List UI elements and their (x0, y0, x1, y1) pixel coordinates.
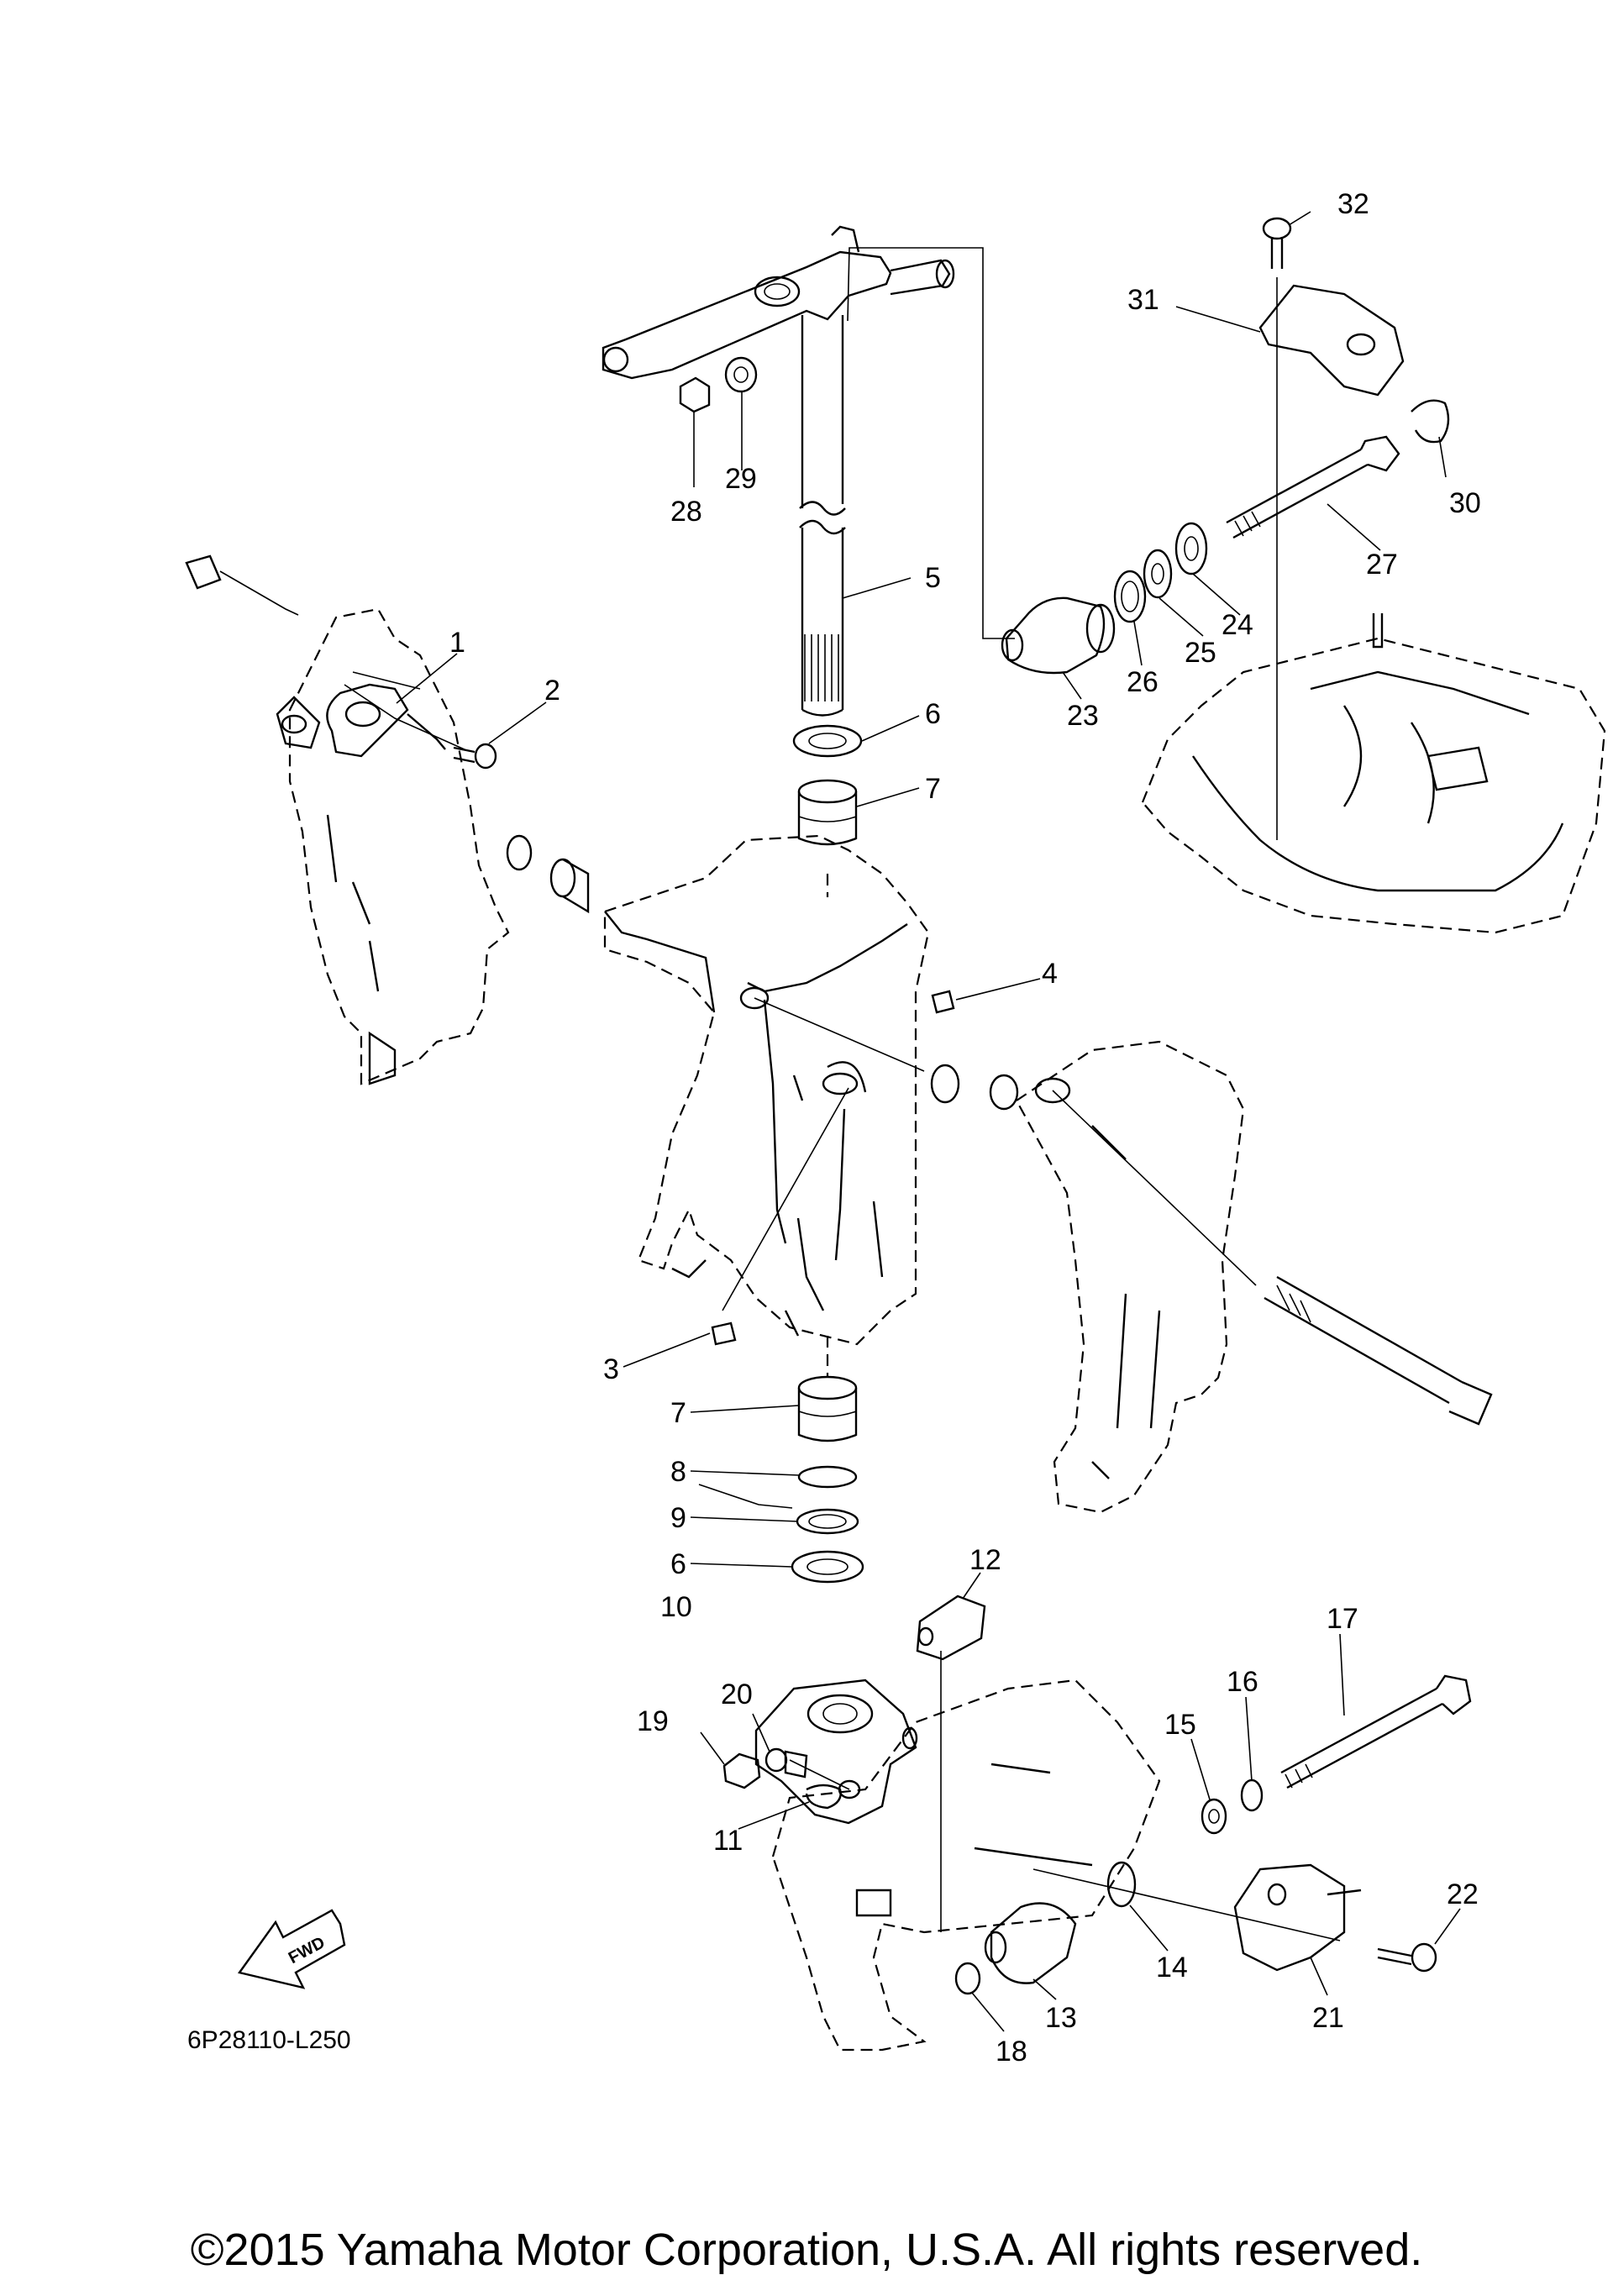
callout-6-upper: 6 (925, 698, 941, 730)
nut-28 (679, 376, 711, 413)
callout-28: 28 (670, 496, 702, 528)
mount-rubber-13 (984, 1902, 1077, 1984)
washer-20 (764, 1747, 788, 1773)
washer-25 (1143, 549, 1173, 599)
o-ring-8 (797, 1465, 858, 1489)
seal-6-lower (791, 1550, 864, 1584)
tilt-tube-bushing-right (930, 1064, 1019, 1111)
lower-mount-cover-21 (1233, 1863, 1362, 1972)
trim-sensor-assembly (185, 554, 446, 758)
tilt-bolt (1264, 1275, 1493, 1426)
steering-arm (602, 225, 955, 380)
callout-14: 14 (1156, 1952, 1188, 1983)
callout-24: 24 (1222, 609, 1253, 641)
washer-18 (954, 1962, 981, 1995)
grease-nipple-3 (711, 1321, 737, 1346)
callout-29: 29 (725, 463, 757, 495)
bolt-22 (1377, 1942, 1437, 1973)
callout-25: 25 (1185, 637, 1216, 669)
lower-mount-housing (771, 1679, 1161, 2052)
washer-24 (1174, 522, 1208, 575)
callout-3: 3 (603, 1353, 619, 1385)
clamp-bracket-right (1015, 1040, 1245, 1514)
copyright-notice: ©2015 Yamaha Motor Corporation, U.S.A. A… (190, 2225, 1423, 2275)
callout-26: 26 (1127, 666, 1159, 698)
clamp-bracket-left (276, 607, 510, 1085)
bolt-32 (1262, 217, 1292, 269)
callout-31: 31 (1127, 284, 1159, 316)
callout-16: 16 (1227, 1666, 1258, 1698)
washer-9 (796, 1508, 859, 1535)
tilt-tube-bushing-left (506, 834, 590, 914)
callout-22: 22 (1447, 1878, 1479, 1910)
callout-17: 17 (1327, 1603, 1358, 1635)
callout-12: 12 (969, 1544, 1001, 1576)
callout-5: 5 (925, 562, 941, 594)
callout-6-lower: 6 (670, 1548, 686, 1580)
bolt-27 (1226, 435, 1400, 539)
callout-10: 10 (660, 1591, 692, 1623)
callout-19: 19 (637, 1705, 669, 1737)
mount-rubber-23 (1001, 596, 1116, 675)
callout-32: 32 (1337, 188, 1369, 220)
clip-11 (805, 1784, 842, 1810)
callout-1: 1 (449, 627, 465, 659)
bushing-7-upper (797, 779, 858, 846)
steering-shaft (799, 315, 846, 717)
callout-13: 13 (1045, 2002, 1077, 2034)
grommet-30 (1411, 399, 1450, 444)
callout-leaders (396, 211, 1461, 2032)
nut-19 (722, 1752, 761, 1789)
collar-14 (1106, 1861, 1137, 1908)
callout-18: 18 (996, 2036, 1027, 2067)
grease-nipple-4 (931, 990, 955, 1014)
callout-15: 15 (1164, 1709, 1196, 1741)
washer-15 (1201, 1798, 1227, 1835)
callout-20: 20 (721, 1679, 753, 1710)
seal-6-upper (792, 724, 863, 758)
cover-31 (1258, 284, 1405, 397)
upper-mount-housing (1141, 613, 1606, 934)
bushing-7-lower (797, 1375, 858, 1442)
callout-23: 23 (1067, 700, 1099, 732)
collar-26 (1113, 570, 1147, 623)
callout-30: 30 (1449, 487, 1481, 519)
diagram-code: 6P28110-L250 (187, 2026, 351, 2054)
callout-4: 4 (1042, 958, 1058, 990)
bolt-17 (1280, 1674, 1472, 1789)
swivel-bracket (603, 834, 930, 1346)
callout-8: 8 (670, 1456, 686, 1488)
washer-16 (1240, 1778, 1264, 1812)
upper-damper-12 (916, 1595, 986, 1661)
washer-29 (724, 356, 758, 393)
callout-2: 2 (544, 675, 560, 707)
callout-7-lower: 7 (670, 1397, 686, 1429)
callout-21: 21 (1312, 2002, 1344, 2034)
callout-11: 11 (713, 1825, 743, 1857)
callout-27: 27 (1366, 549, 1398, 581)
fwd-arrow-icon (237, 1909, 346, 1989)
callout-7-upper: 7 (925, 773, 941, 805)
callout-9: 9 (670, 1502, 686, 1534)
